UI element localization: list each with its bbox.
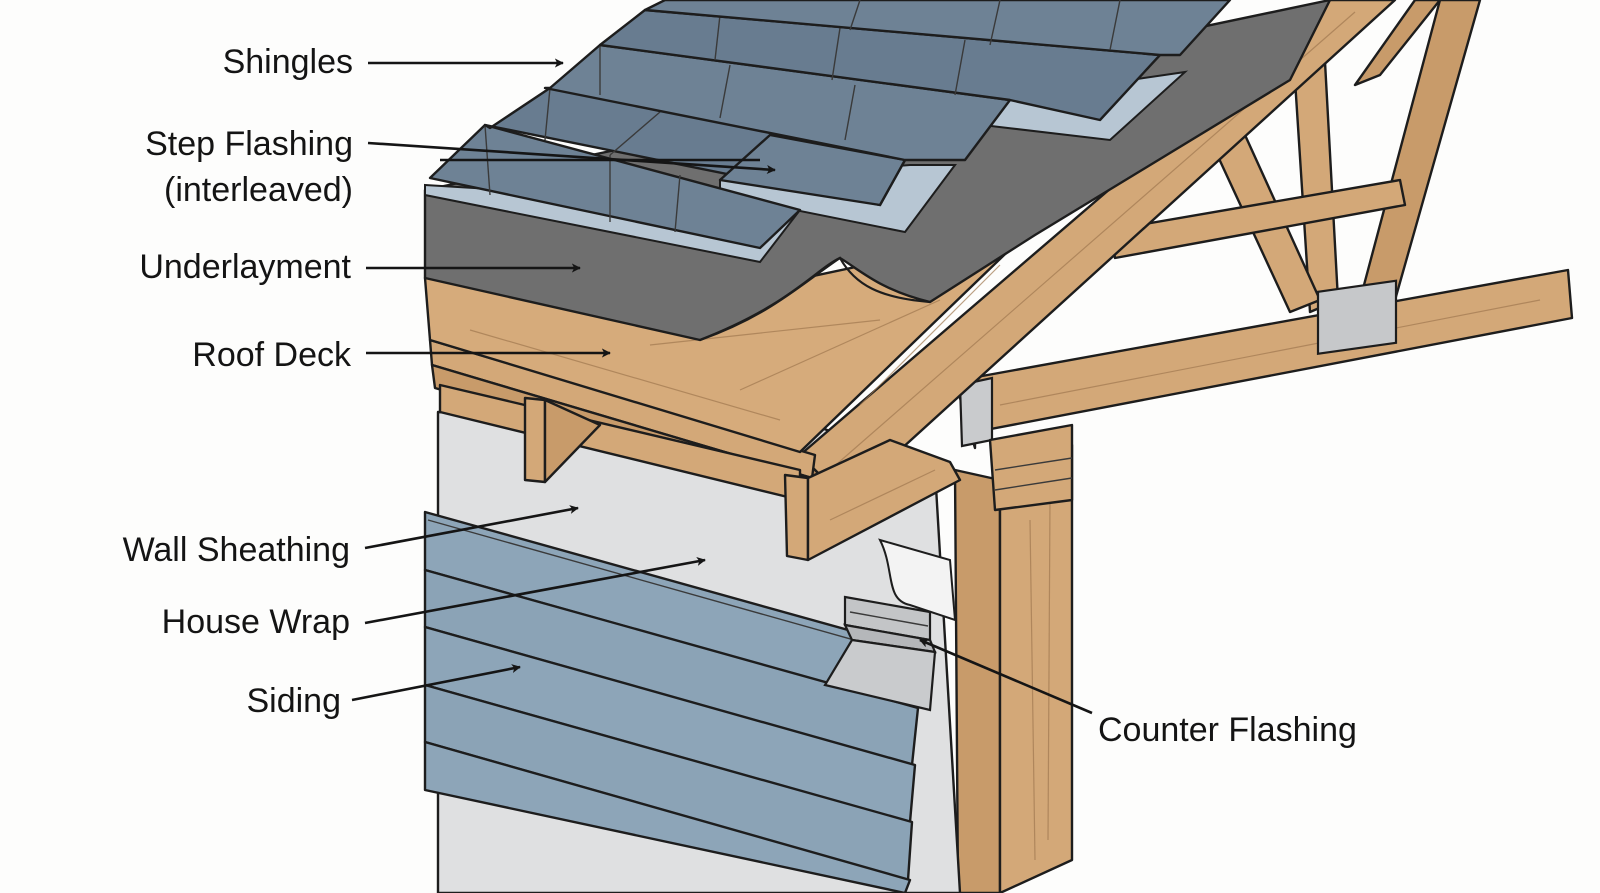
- callout-counter-flashing: [919, 638, 1093, 715]
- shingle-courses: [428, 0, 1232, 250]
- label-roof-deck: Roof Deck: [192, 336, 352, 374]
- label-wall-sheathing: Wall Sheathing: [123, 531, 350, 569]
- truss-vertical-right: [1358, 0, 1482, 302]
- rafter-tail: [523, 396, 547, 484]
- rafter-assembly: [428, 0, 1397, 562]
- label-shingles: Shingles: [223, 43, 353, 81]
- callout-lines: [351, 58, 1093, 715]
- counter-flashing: [823, 595, 937, 712]
- label-counter-flashing: Counter Flashing: [1098, 711, 1357, 749]
- siding-boards: [423, 510, 922, 893]
- house-wrap-fold: [878, 538, 957, 622]
- siding-board-bottom: [423, 740, 912, 893]
- label-underlayment: Underlayment: [139, 248, 351, 286]
- callout-house-wrap: [364, 557, 706, 625]
- rafter-tail-2: [783, 473, 810, 562]
- wall-post: [953, 423, 1074, 893]
- gusset-plate-icon: [1316, 279, 1398, 356]
- label-step-flashing-sub: (interleaved): [164, 171, 353, 209]
- label-house-wrap: House Wrap: [162, 603, 350, 641]
- labels: Shingles Step Flashing (interleaved) Und…: [123, 43, 1357, 749]
- label-step-flashing: Step Flashing: [145, 125, 353, 163]
- callout-wall-sheathing: [364, 505, 579, 550]
- callout-siding: [351, 664, 521, 702]
- label-siding: Siding: [246, 682, 341, 720]
- callout-step-flashing: [367, 141, 776, 174]
- truss-web-diagonal-2: [1353, 0, 1442, 87]
- underlayment-curl: [699, 256, 931, 342]
